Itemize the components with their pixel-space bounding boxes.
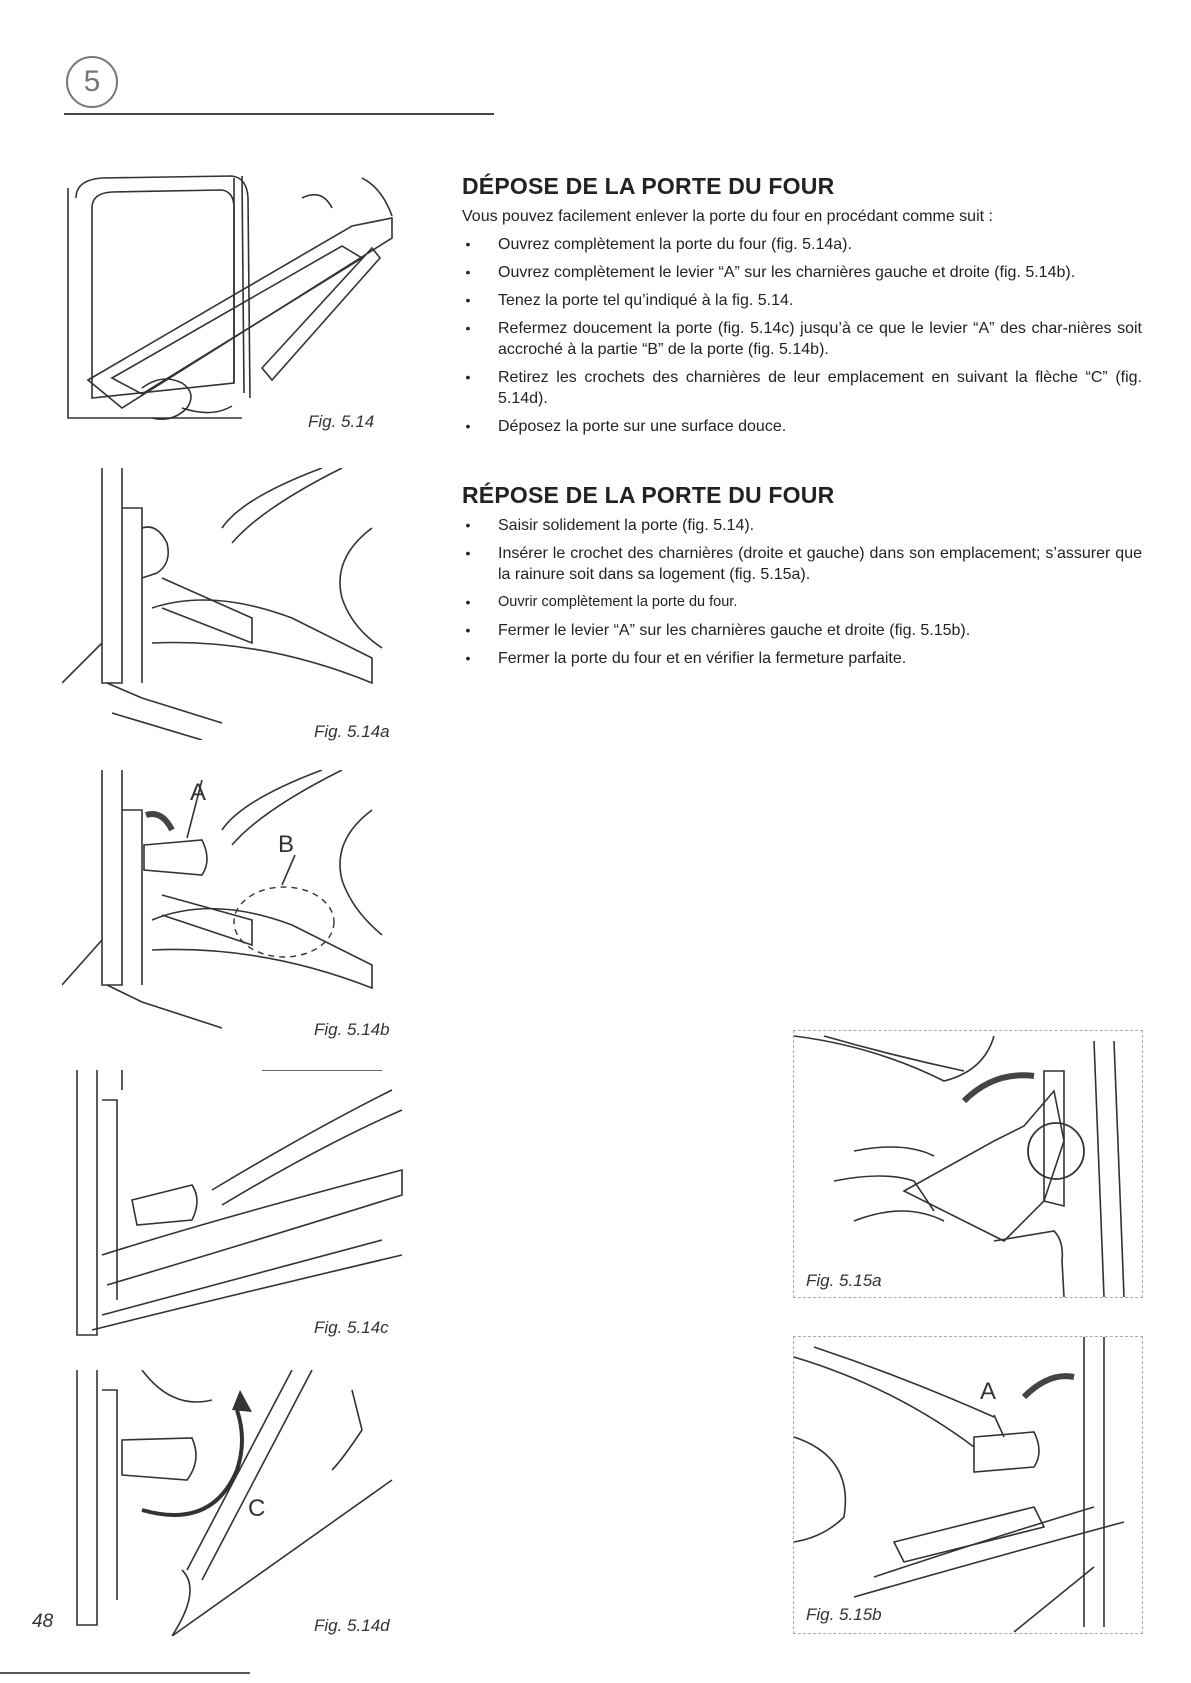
list-item: •Retirez les crochets des charnières de … xyxy=(465,369,1142,407)
figure-caption: Fig. 5.14 xyxy=(308,412,375,431)
figure-5-15a: Fig. 5.15a xyxy=(793,1030,1143,1298)
hinge-label-c: C xyxy=(248,1495,265,1522)
hinge-label-a: A xyxy=(980,1378,996,1405)
figure-5-14c: Fig. 5.14c xyxy=(62,1070,422,1340)
figure-5-14: Fig. 5.14 xyxy=(62,168,402,440)
section-depose: DÉPOSE DE LA PORTE DU FOUR Vous pouvez f… xyxy=(462,173,1142,444)
hinge-lever-open-illustration: A B xyxy=(62,770,383,1029)
list-item: •Tenez la porte tel qu’indiqué à la fig.… xyxy=(465,292,794,309)
chapter-number-badge: 5 xyxy=(66,56,118,108)
hinge-label-a: A xyxy=(190,779,206,806)
hinge-removal-illustration: C xyxy=(76,1370,393,1636)
figure-caption: Fig. 5.14b xyxy=(314,1020,390,1039)
figure-5-14d: C Fig. 5.14d xyxy=(62,1370,422,1636)
figure-caption: Fig. 5.14d xyxy=(314,1616,390,1635)
list-item: •Insérer le crochet des charnières (droi… xyxy=(465,545,1142,583)
section-intro: Vous pouvez facilement enlever la porte … xyxy=(462,208,993,225)
footer-rule xyxy=(0,1672,250,1674)
header-rule xyxy=(64,113,494,115)
oven-door-open-illustration xyxy=(67,175,393,421)
instruction-list: •Saisir solidement la porte (fig. 5.14).… xyxy=(462,515,1142,669)
list-item: •Saisir solidement la porte (fig. 5.14). xyxy=(465,517,755,534)
figure-caption: Fig. 5.14c xyxy=(314,1318,389,1337)
hook-insertion-illustration xyxy=(794,1035,1125,1297)
figure-caption: Fig. 5.15b xyxy=(806,1605,882,1624)
lever-closing-illustration: A xyxy=(794,1337,1125,1633)
section-title: RÉPOSE DE LA PORTE DU FOUR xyxy=(462,482,835,508)
list-item: •Ouvrez complètement la porte du four (f… xyxy=(465,236,852,253)
list-item: •Ouvrez complètement le levier “A” sur l… xyxy=(465,264,1076,281)
figure-caption: Fig. 5.14a xyxy=(314,722,390,741)
figure-5-14b: A B Fig. 5.14b xyxy=(62,770,422,1040)
list-item: •Refermez doucement la porte (fig. 5.14c… xyxy=(465,320,1142,358)
section-repose: RÉPOSE DE LA PORTE DU FOUR •Saisir solid… xyxy=(462,482,1142,676)
figure-5-14a: Fig. 5.14a xyxy=(62,468,422,741)
door-closing-illustration xyxy=(76,1070,403,1336)
figure-caption: Fig. 5.15a xyxy=(806,1271,882,1290)
hinge-door-open-illustration xyxy=(62,468,383,740)
instruction-list: •Ouvrez complètement la porte du four (f… xyxy=(462,234,1142,437)
figure-5-15b: A Fig. 5.15b xyxy=(793,1336,1143,1634)
list-item: •Ouvrir complètement la porte du four. xyxy=(465,594,738,610)
page-number: 48 xyxy=(32,1611,54,1632)
hinge-label-b: B xyxy=(278,831,294,858)
section-title: DÉPOSE DE LA PORTE DU FOUR xyxy=(462,173,835,199)
list-item: •Déposez la porte sur une surface douce. xyxy=(465,418,787,435)
list-item: •Fermer le levier “A” sur les charnières… xyxy=(465,622,971,639)
list-item: •Fermer la porte du four et en vérifier … xyxy=(465,650,907,667)
